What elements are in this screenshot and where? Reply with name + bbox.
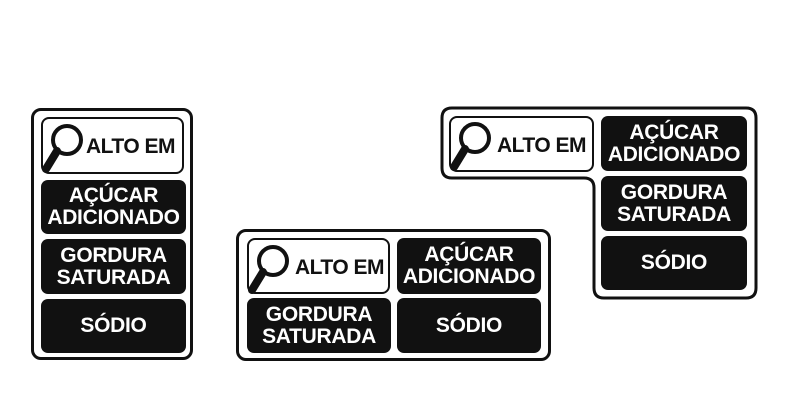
sodium-text: SÓDIO — [640, 251, 708, 274]
high-in-box: ALTO EM — [247, 238, 390, 294]
sodium-text: SÓDIO — [80, 314, 147, 337]
saturated-fat-line-2: SATURADA — [617, 202, 731, 226]
saturated-fat-line-1: GORDURA — [620, 180, 728, 204]
added-sugar-pill: AÇÚCAR ADICIONADO — [397, 238, 541, 294]
added-sugar-line-1: AÇÚCAR — [629, 120, 719, 144]
saturated-fat-pill: GORDURA SATURADA — [601, 176, 747, 231]
magnifying-glass-icon — [248, 245, 289, 294]
saturated-fat-line-2: SATURADA — [56, 265, 171, 289]
added-sugar-pill: AÇÚCAR ADICIONADO — [41, 180, 186, 234]
saturated-fat-pill: GORDURA SATURADA — [41, 239, 186, 294]
saturated-fat-line-1: GORDURA — [60, 243, 167, 267]
magnifying-glass-icon — [42, 124, 83, 173]
added-sugar-line-1: AÇÚCAR — [424, 243, 514, 266]
saturated-fat-line-2: SATURADA — [262, 324, 376, 348]
sodium-pill: SÓDIO — [41, 299, 186, 353]
label-horizontal: ALTO EM AÇÚCAR ADICIONADO GORDURA SATURA… — [236, 229, 551, 361]
added-sugar-line-2: ADICIONADO — [47, 206, 180, 229]
high-in-text: ALTO EM — [497, 134, 587, 157]
added-sugar-line-2: ADICIONADO — [607, 142, 741, 166]
saturated-fat-line-1: GORDURA — [265, 302, 373, 326]
added-sugar-line-2: ADICIONADO — [402, 265, 536, 288]
sodium-pill: SÓDIO — [397, 298, 541, 353]
magnifying-glass-icon — [450, 122, 491, 171]
sodium-pill: SÓDIO — [601, 236, 747, 290]
saturated-fat-pill: GORDURA SATURADA — [247, 298, 391, 353]
added-sugar-pill: AÇÚCAR ADICIONADO — [601, 116, 747, 171]
high-in-box: ALTO EM — [449, 116, 594, 172]
high-in-text: ALTO EM — [295, 256, 385, 279]
label-vertical: ALTO EM AÇÚCAR ADICIONADO GORDURA SATURA… — [31, 108, 193, 360]
high-in-box: ALTO EM — [41, 117, 184, 174]
high-in-text: ALTO EM — [86, 135, 176, 158]
added-sugar-line-1: AÇÚCAR — [68, 184, 159, 207]
sodium-text: SÓDIO — [435, 313, 503, 337]
